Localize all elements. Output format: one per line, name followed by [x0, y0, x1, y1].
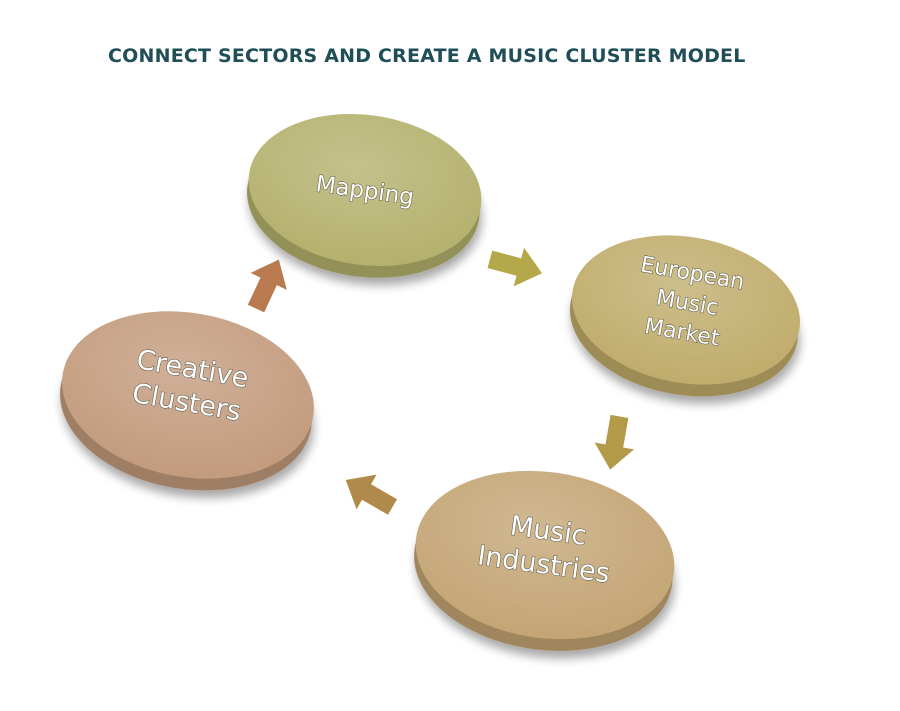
node-european-music-market-shine: [572, 235, 800, 385]
arrow-music-industries-to-creative-clusters: [345, 474, 398, 515]
node-music-industries-shine: [415, 470, 675, 640]
arrow-creative-clusters-to-mapping: [247, 259, 287, 313]
node-mapping: Mapping: [246, 113, 482, 278]
arrow-mapping-to-european-music-market: [487, 247, 543, 287]
node-mapping-shine: [248, 113, 482, 267]
node-music-industries: MusicIndustries: [414, 470, 675, 652]
node-creative-clusters: CreativeClusters: [60, 311, 314, 491]
arrow-european-music-market-to-music-industries: [594, 414, 635, 470]
node-european-music-market: EuropeanMusicMarket: [569, 235, 800, 397]
diagram-title: CONNECT SECTORS AND CREATE A MUSIC CLUST…: [108, 45, 746, 67]
node-creative-clusters-shine: [62, 311, 314, 479]
